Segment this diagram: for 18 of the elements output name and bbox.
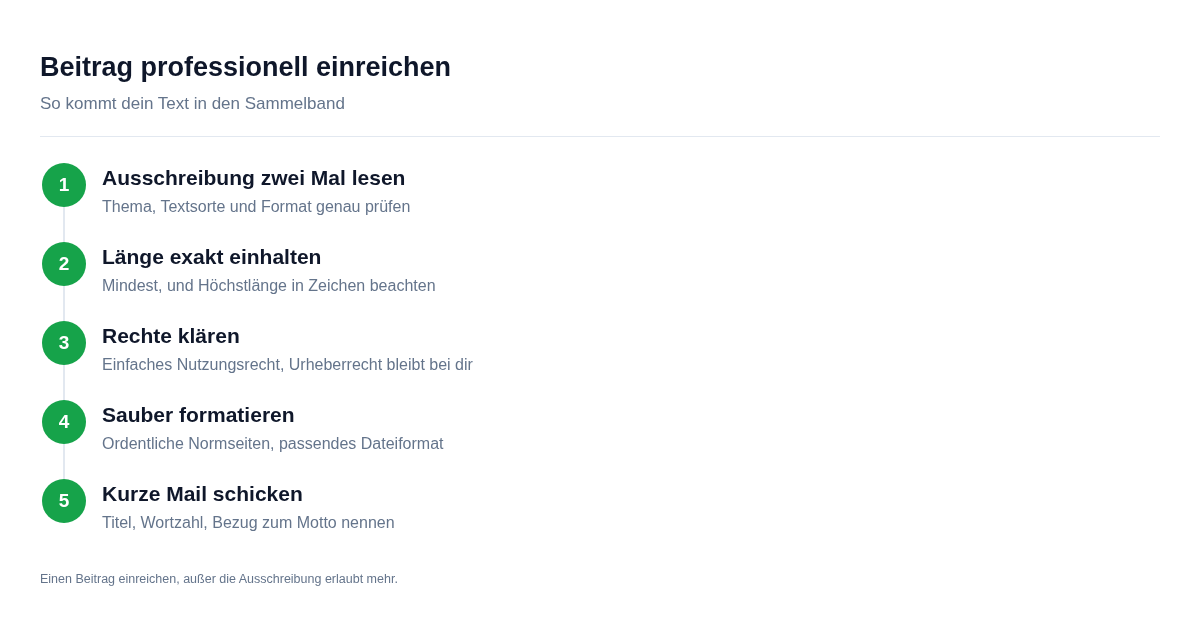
footnote: Einen Beitrag einreichen, außer die Ausschreibung erlaubt mehr. xyxy=(40,571,398,587)
step-number-circle: 2 xyxy=(42,242,86,286)
step-number-circle: 5 xyxy=(42,479,86,523)
step-description: Einfaches Nutzungsrecht, Urheberrecht bleibt bei dir xyxy=(102,355,473,375)
step-title: Länge exakt einhalten xyxy=(102,244,322,270)
step-title: Ausschreibung zwei Mal lesen xyxy=(102,165,406,191)
step-number-circle: 3 xyxy=(42,321,86,365)
step-number-circle: 4 xyxy=(42,400,86,444)
step-description: Mindest, und Höchstlänge in Zeichen beachten xyxy=(102,276,436,296)
step-title: Kurze Mail schicken xyxy=(102,481,303,507)
step-description: Titel, Wortzahl, Bezug zum Motto nennen xyxy=(102,513,395,533)
step-title: Rechte klären xyxy=(102,323,240,349)
step-number-circle: 1 xyxy=(42,163,86,207)
step-description: Thema, Textsorte und Format genau prüfen xyxy=(102,197,411,217)
step-description: Ordentliche Normseiten, passendes Dateiformat xyxy=(102,434,444,454)
subtitle: So kommt dein Text in den Sammelband xyxy=(40,93,345,115)
title: Beitrag professionell einreichen xyxy=(40,51,452,84)
step-title: Sauber formatieren xyxy=(102,402,295,428)
